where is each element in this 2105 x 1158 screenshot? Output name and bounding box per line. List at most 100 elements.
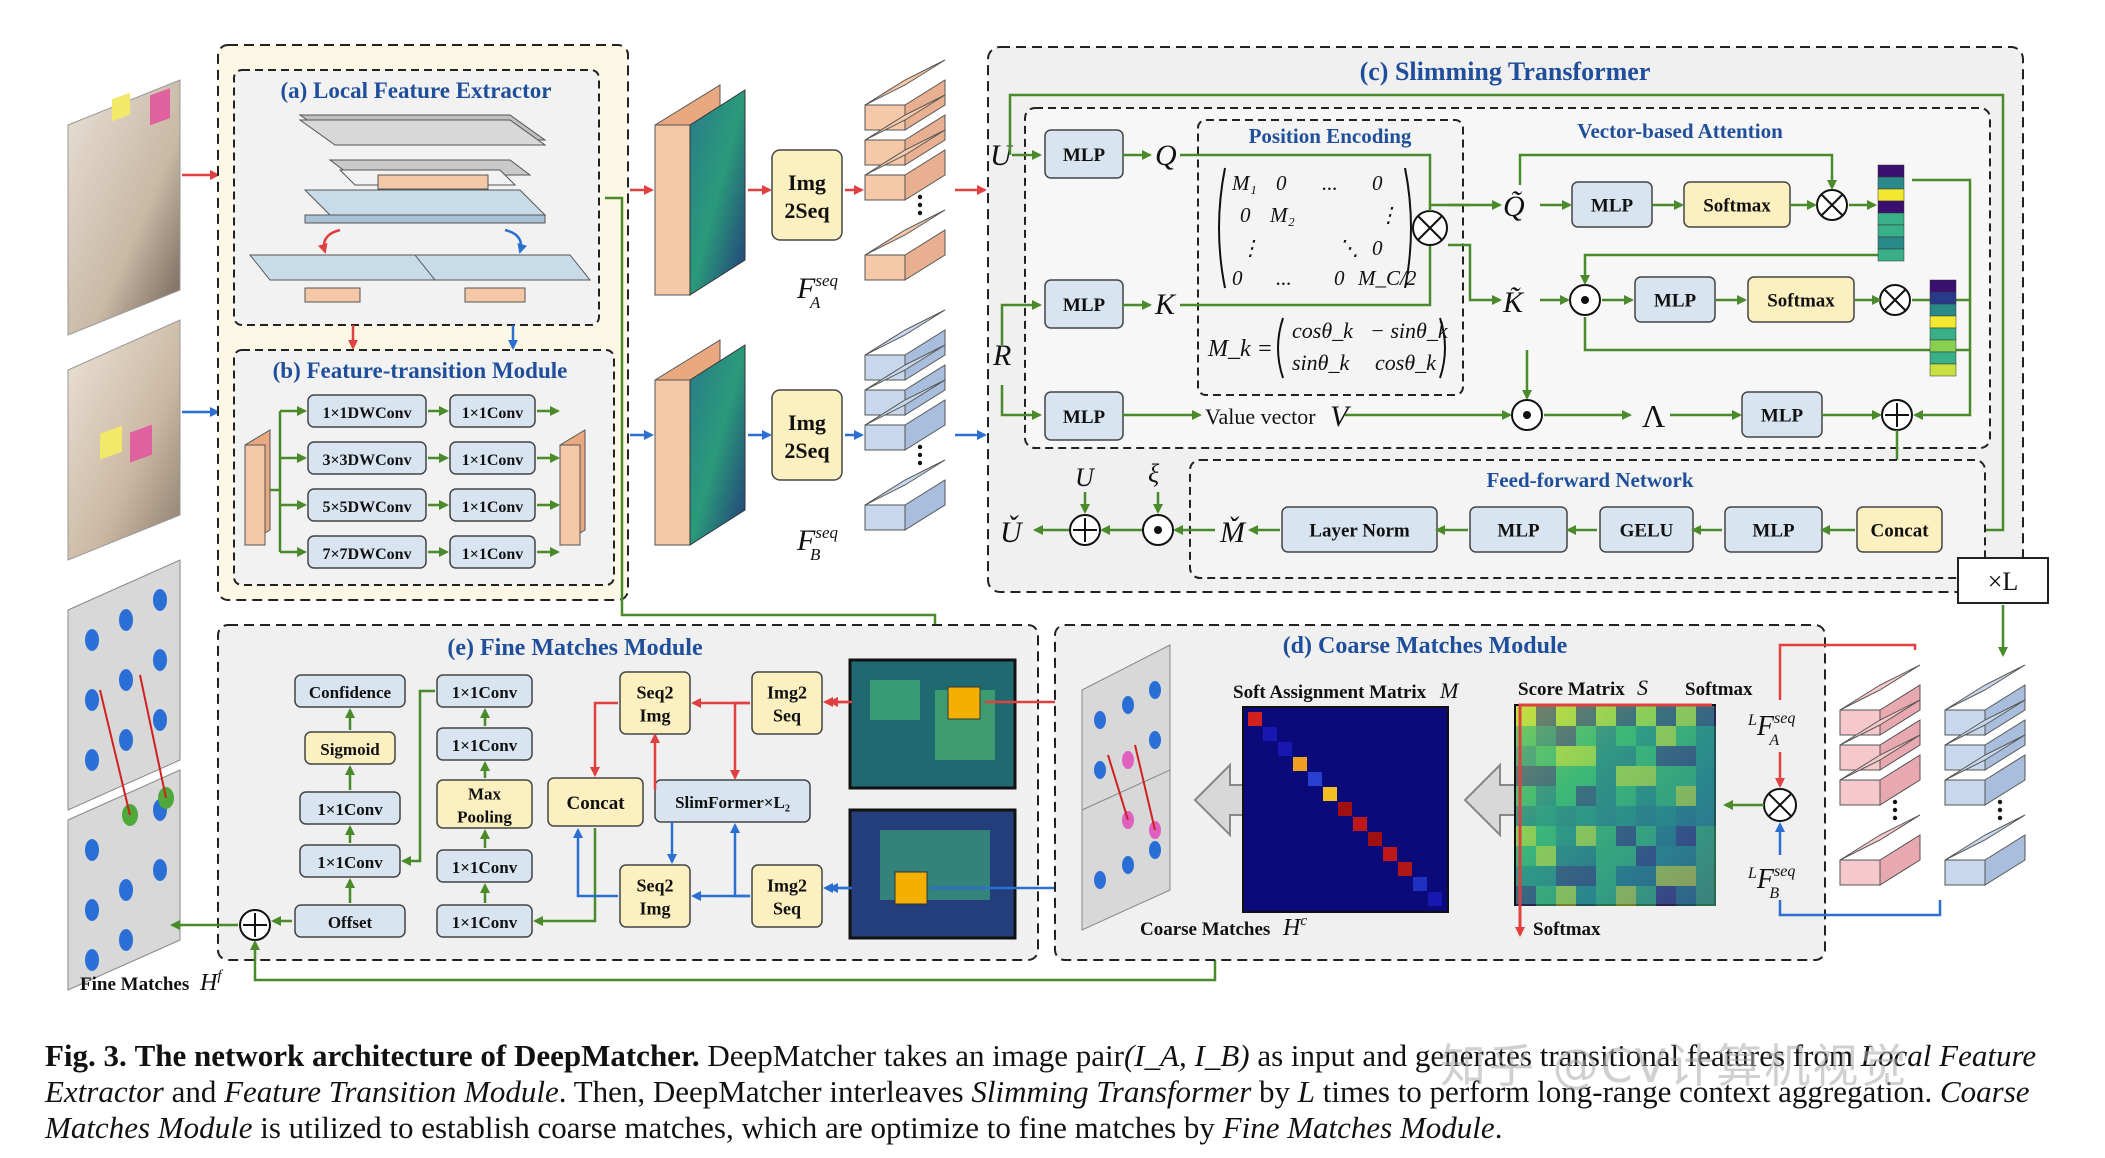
caption-l: L	[1297, 1074, 1316, 1109]
caption-text-5: by	[1251, 1074, 1298, 1109]
caption-text-7: is utilized to establish coarse matches,…	[252, 1110, 1223, 1145]
fine-crop-a	[848, 658, 1017, 790]
fine-concat: Concat	[547, 777, 644, 827]
svg-text:1×1Conv: 1×1Conv	[452, 913, 518, 932]
svg-text:Sigmoid: Sigmoid	[320, 740, 380, 759]
input-image-b	[67, 319, 181, 561]
conv-1: 1×1Conv	[449, 441, 536, 475]
dual-softmax-multiply-op	[1763, 788, 1797, 822]
position-encoding-title: Position Encoding	[1249, 124, 1412, 148]
repeat-l-box: ×L	[1957, 557, 2049, 604]
svg-text:Confidence: Confidence	[309, 683, 392, 702]
fine-conv-e: 1×1Conv	[436, 849, 533, 883]
fine-sigmoid: Sigmoid	[304, 731, 396, 765]
caption-text-4: . Then, DeepMatcher interleaves	[558, 1074, 972, 1109]
mk-cell-0: cosθ_k	[1292, 318, 1354, 343]
big-arrow-left-2	[1463, 762, 1526, 838]
dwconv-0: 1×1DWConv	[307, 394, 427, 428]
svg-text:1×1Conv: 1×1Conv	[452, 858, 518, 877]
fine-confidence: Confidence	[294, 674, 406, 708]
q-tilde-label: Q̃	[1503, 190, 1525, 223]
mk-cell-2: sinθ_k	[1292, 350, 1350, 375]
svg-text:7×7DWConv: 7×7DWConv	[322, 546, 411, 563]
fine-add-op	[239, 909, 271, 941]
mlp-q: MLP	[1044, 129, 1124, 179]
svg-text:Softmax: Softmax	[1703, 196, 1771, 217]
va-multiply-q	[1816, 189, 1848, 221]
softmax-bottom-label: Softmax	[1533, 919, 1601, 940]
feature-map-a	[654, 84, 746, 296]
fine-offset: Offset	[294, 904, 406, 938]
m-cell-7: ⋮	[1240, 236, 1261, 260]
caption-coarse-matches: Coarse Matches Module	[45, 1074, 2030, 1145]
svg-text:MLP: MLP	[1063, 145, 1106, 166]
feature-map-b	[654, 339, 746, 546]
svg-text:1×1Conv: 1×1Conv	[452, 683, 518, 702]
svg-text:1×1Conv: 1×1Conv	[317, 853, 383, 872]
caption-text-6: times to perform long-range context aggr…	[1315, 1074, 1940, 1109]
fine-conv-a: 1×1Conv	[299, 791, 401, 825]
mk-cell-1: − sinθ_k	[1370, 318, 1449, 343]
token-sequence-b	[864, 309, 946, 531]
m-cell-5: M₂	[1269, 203, 1295, 227]
l-token-sequence-b	[1944, 664, 2026, 886]
mlp-k: MLP	[1044, 279, 1124, 329]
svg-text:×L: ×L	[1988, 567, 2019, 596]
svg-text:1×1Conv: 1×1Conv	[462, 499, 524, 516]
vector-attention-title: Vector-based Attention	[1577, 119, 1783, 143]
soft-assignment-matrix	[1242, 706, 1449, 913]
u-check-label: Ǔ	[1000, 515, 1024, 549]
u-skip-label: U	[1075, 463, 1096, 492]
svg-text:1×1Conv: 1×1Conv	[317, 800, 383, 819]
ffn-mlp-1: MLP	[1724, 506, 1823, 553]
dwconv-2: 5×5DWConv	[307, 488, 427, 522]
va-mlp-q: MLP	[1571, 181, 1653, 228]
svg-text:MLP: MLP	[1497, 521, 1540, 542]
svg-text:MLP: MLP	[1654, 291, 1697, 312]
q-label: Q	[1155, 139, 1177, 172]
hf-label: Hf	[199, 968, 223, 996]
m-cell-11: ...	[1276, 266, 1292, 290]
fine-conv-f: 1×1Conv	[436, 904, 533, 938]
va-mlp-v: MLP	[1741, 391, 1823, 438]
m-cell-10: 0	[1232, 266, 1243, 290]
svg-text:Softmax: Softmax	[1767, 291, 1835, 312]
m-check-label: M̌	[1219, 516, 1247, 549]
watermark: 知乎 @CV计算机视觉	[1440, 1039, 1909, 1093]
score-matrix-label: Score Matrix	[1518, 679, 1625, 700]
caption-fig-number: Fig. 3.	[45, 1038, 127, 1073]
svg-text:MLP: MLP	[1752, 521, 1795, 542]
va-softmax-k: Softmax	[1747, 276, 1855, 323]
residual-add-op	[1881, 399, 1913, 431]
matched-image-pair	[67, 559, 181, 991]
mk-cell-3: cosθ_k	[1375, 350, 1437, 375]
fine-crop-b	[848, 808, 1017, 940]
svg-text:3×3DWConv: 3×3DWConv	[322, 452, 411, 469]
coarse-image-pair	[1081, 644, 1171, 931]
value-vector-label: Value vector	[1205, 404, 1316, 429]
caption-text-1: DeepMatcher takes an image pair	[699, 1038, 1124, 1073]
v-label: V	[1330, 400, 1352, 433]
conv-3: 1×1Conv	[449, 535, 536, 569]
fine-conv-c: 1×1Conv	[436, 674, 533, 708]
va-softmax-q: Softmax	[1683, 181, 1791, 228]
ffn-mlp-2: MLP	[1469, 506, 1568, 553]
mlp-v: MLP	[1044, 391, 1124, 441]
extractor-layers	[248, 114, 592, 303]
scale-op	[1142, 514, 1174, 546]
softmax-top-label: Softmax	[1685, 679, 1753, 700]
r-input-label: R	[992, 339, 1011, 372]
fine-matches-blocks: ConfidenceSigmoid1×1Conv1×1ConvOffset1×1…	[271, 671, 848, 938]
